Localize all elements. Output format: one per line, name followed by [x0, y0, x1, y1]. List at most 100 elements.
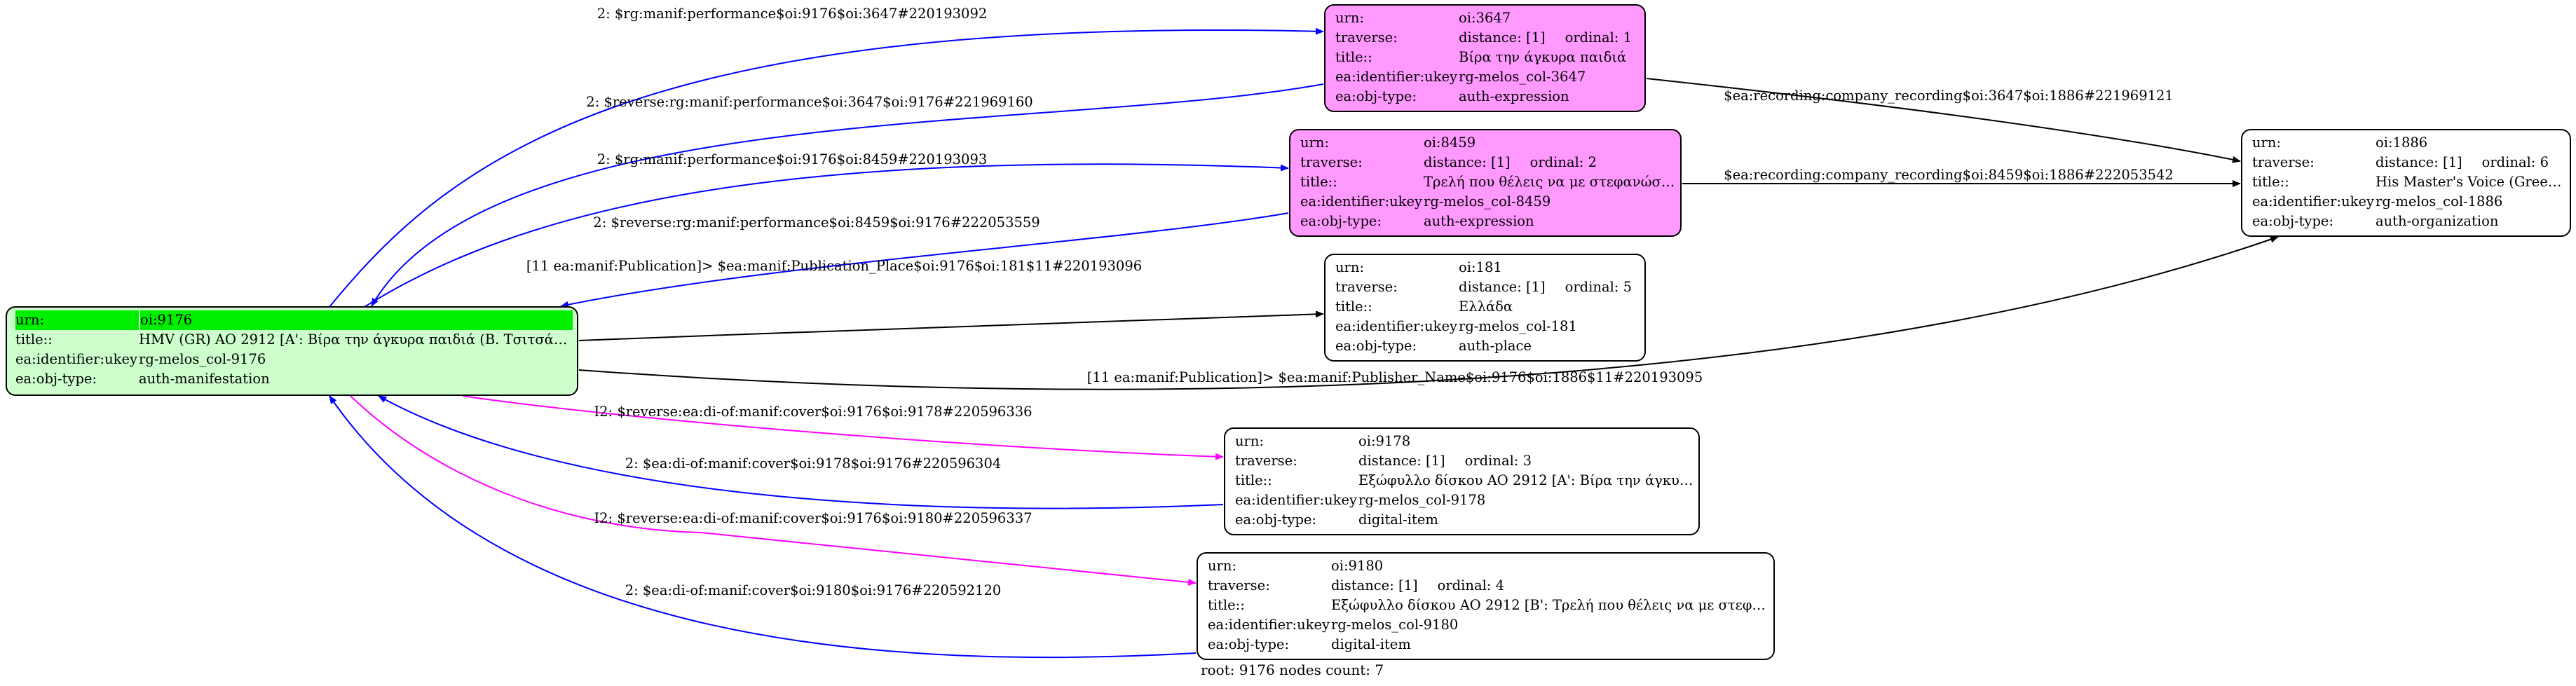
node-row-value-text: Βίρα την άγκυρα παιδιά	[1459, 49, 1627, 65]
node-row: traverse:distance: [1]ordinal: 5	[1335, 277, 1640, 297]
node-row-key: title::	[1208, 597, 1245, 613]
node-row: title::Ελλάδα	[1335, 297, 1640, 317]
node-row-value-text: distance: [1]	[1459, 29, 1546, 46]
node-row: traverse:distance: [1]ordinal: 3	[1235, 451, 1694, 471]
node-row-value: oi:8459	[1424, 133, 1676, 153]
node-row-key: urn:	[2252, 135, 2282, 151]
node-row-value-text: rg-melos_col-3647	[1459, 69, 1586, 85]
node-row-value: rg-melos_col-3647	[1459, 67, 1640, 87]
node-row-value-text: rg-melos_col-8459	[1424, 193, 1551, 210]
node-row-ordinal: ordinal: 4	[1437, 577, 1504, 594]
node-row-value-text: oi:3647	[1459, 10, 1511, 26]
node-row-value-text: oi:9176	[140, 312, 193, 328]
node-row: title::Τρελή που θέλεις να με στεφανώσει…	[1300, 172, 1676, 192]
node-row-key: ea:identifier:ukey	[15, 351, 137, 367]
node-row: traverse: distance: [1] ordinal: 1	[1335, 28, 1640, 48]
edge-e5	[578, 310, 1324, 341]
edge-e11	[1646, 78, 2241, 163]
edge-label-e6: [11 ea:manif:Publication]> $ea:manif:Pub…	[1087, 369, 1703, 385]
node-row-value-text: Εξώφυλλο δίσκου AO 2912 [B': Τρελή που θ…	[1331, 597, 1769, 613]
node-row-value-text: oi:9180	[1331, 558, 1384, 574]
edge-e6	[578, 235, 2279, 390]
node-row: ea:obj-type: digital-item	[1208, 635, 1769, 654]
node-row-key: ea:identifier:ukey	[1235, 492, 1357, 508]
node-row-value: oi:9180	[1331, 556, 1769, 576]
node-row-value-text: rg-melos_col-1886	[2376, 193, 2503, 210]
node-row-value: oi:181	[1459, 258, 1640, 277]
node-row-key: ea:identifier:ukey	[1335, 69, 1457, 85]
node-row-value: distance: [1]ordinal: 2	[1424, 153, 1676, 172]
node-row-value-text: Τρελή που θέλεις να με στεφανώσεις	[1424, 174, 1676, 190]
node-row-value-text: oi:1886	[2376, 135, 2428, 151]
node-row-value-text: rg-melos_col-9176	[139, 351, 266, 367]
graph-footer: root: 9176 nodes count: 7	[1201, 661, 1384, 678]
edge-label-e10: 2: $ea:di-of:manif:cover$oi:9180$oi:9176…	[625, 582, 1002, 598]
node-oi-181[interactable]: urn: oi:181 traverse:distance: [1]ordinal:…	[1324, 254, 1646, 362]
node-row-value: distance: [1]ordinal: 4	[1331, 576, 1769, 596]
node-row-value: His Master's Voice (Greece)	[2376, 172, 2565, 192]
node-row-value: oi:1886	[2376, 133, 2565, 153]
node-row-value: oi:9176	[140, 310, 573, 330]
node-row-key: ea:identifier:ukey	[1300, 193, 1422, 210]
node-row-value-text: auth-organization	[2376, 213, 2499, 229]
edge-e1	[329, 27, 1324, 308]
node-row-key: traverse:	[1208, 577, 1270, 594]
node-row-value: auth-manifestation	[139, 369, 573, 389]
node-row: title::His Master's Voice (Greece)	[2252, 172, 2565, 192]
node-row-value: HMV (GR) AO 2912 [A': Βίρα την άγκυρα πα…	[139, 330, 573, 350]
node-row-value: oi:3647	[1459, 8, 1640, 28]
edge-label-e7: I2: $reverse:ea:di-of:manif:cover$oi:917…	[594, 404, 1032, 420]
edge-label-e12: $ea:recording:company_recording$oi:8459$…	[1724, 167, 2174, 183]
node-row-value: rg-melos_col-9178	[1358, 491, 1694, 510]
node-row-value-text: oi:181	[1459, 259, 1502, 275]
node-row-key: urn:	[1208, 558, 1237, 574]
node-row-value-text: oi:9178	[1358, 433, 1411, 449]
node-row: urn: oi:181	[1335, 258, 1640, 277]
node-row-key: ea:identifier:ukey	[2252, 193, 2374, 210]
node-oi-9180[interactable]: urn: oi:9180 traverse: distance: [1]ordinal…	[1197, 552, 1775, 660]
node-row-value-text: auth-expression	[1459, 88, 1569, 104]
node-row: urn:oi:9176	[15, 310, 573, 330]
edge-e3	[364, 163, 1289, 308]
node-row-key: ea:obj-type:	[1208, 636, 1290, 652]
node-row-key: ea:identifier:ukey	[1208, 617, 1330, 633]
edge-label-e5: [11 ea:manif:Publication]> $ea:manif:Pub…	[526, 258, 1142, 274]
node-row-value-text: His Master's Voice (Greece)	[2376, 174, 2565, 190]
node-row: traverse: distance: [1]ordinal: 2	[1300, 153, 1676, 172]
node-row-value: distance: [1]ordinal: 3	[1358, 451, 1694, 471]
node-row-value-text: Εξώφυλλο δίσκου AO 2912 [A': Βίρα την άγ…	[1358, 472, 1694, 488]
node-row-key: traverse:	[1335, 29, 1398, 46]
node-row: ea:obj-type:digital-item	[1235, 510, 1694, 530]
node-row: ea:obj-type:auth-expression	[1335, 87, 1640, 107]
node-row-value-text: rg-melos_col-181	[1459, 318, 1577, 334]
node-row-key: ea:obj-type:	[1235, 512, 1317, 528]
node-row-value-text: oi:8459	[1424, 135, 1476, 151]
node-row-value: distance: [1]ordinal: 6	[2376, 153, 2565, 172]
node-row-value: Βίρα την άγκυρα παιδιά	[1459, 48, 1640, 67]
node-row-key: title::	[15, 331, 53, 348]
node-row-ordinal: ordinal: 1	[1565, 29, 1632, 46]
node-row-ordinal: ordinal: 3	[1464, 453, 1532, 469]
node-row-value-text: Ελλάδα	[1459, 299, 1513, 315]
edge-label-e2: 2: $reverse:rg:manif:performance$oi:3647…	[586, 94, 1033, 110]
node-row: title::Εξώφυλλο δίσκου AO 2912 [B': Τρελ…	[1208, 596, 1769, 615]
node-row-key: urn:	[1335, 259, 1365, 275]
node-row-key: ea:obj-type:	[2252, 213, 2334, 229]
node-row: urn:oi:8459	[1300, 133, 1676, 153]
node-row: title::Εξώφυλλο δίσκου AO 2912 [A': Βίρα…	[1235, 471, 1694, 491]
node-row: ea:obj-type: auth-organization	[2252, 212, 2565, 231]
node-row-value-text: auth-expression	[1424, 213, 1534, 229]
node-row-key: title::	[1335, 299, 1372, 315]
node-row-key: traverse:	[1300, 154, 1363, 170]
node-row-value-text: digital-item	[1331, 636, 1411, 652]
node-row-value: rg-melos_col-9180	[1331, 615, 1769, 635]
